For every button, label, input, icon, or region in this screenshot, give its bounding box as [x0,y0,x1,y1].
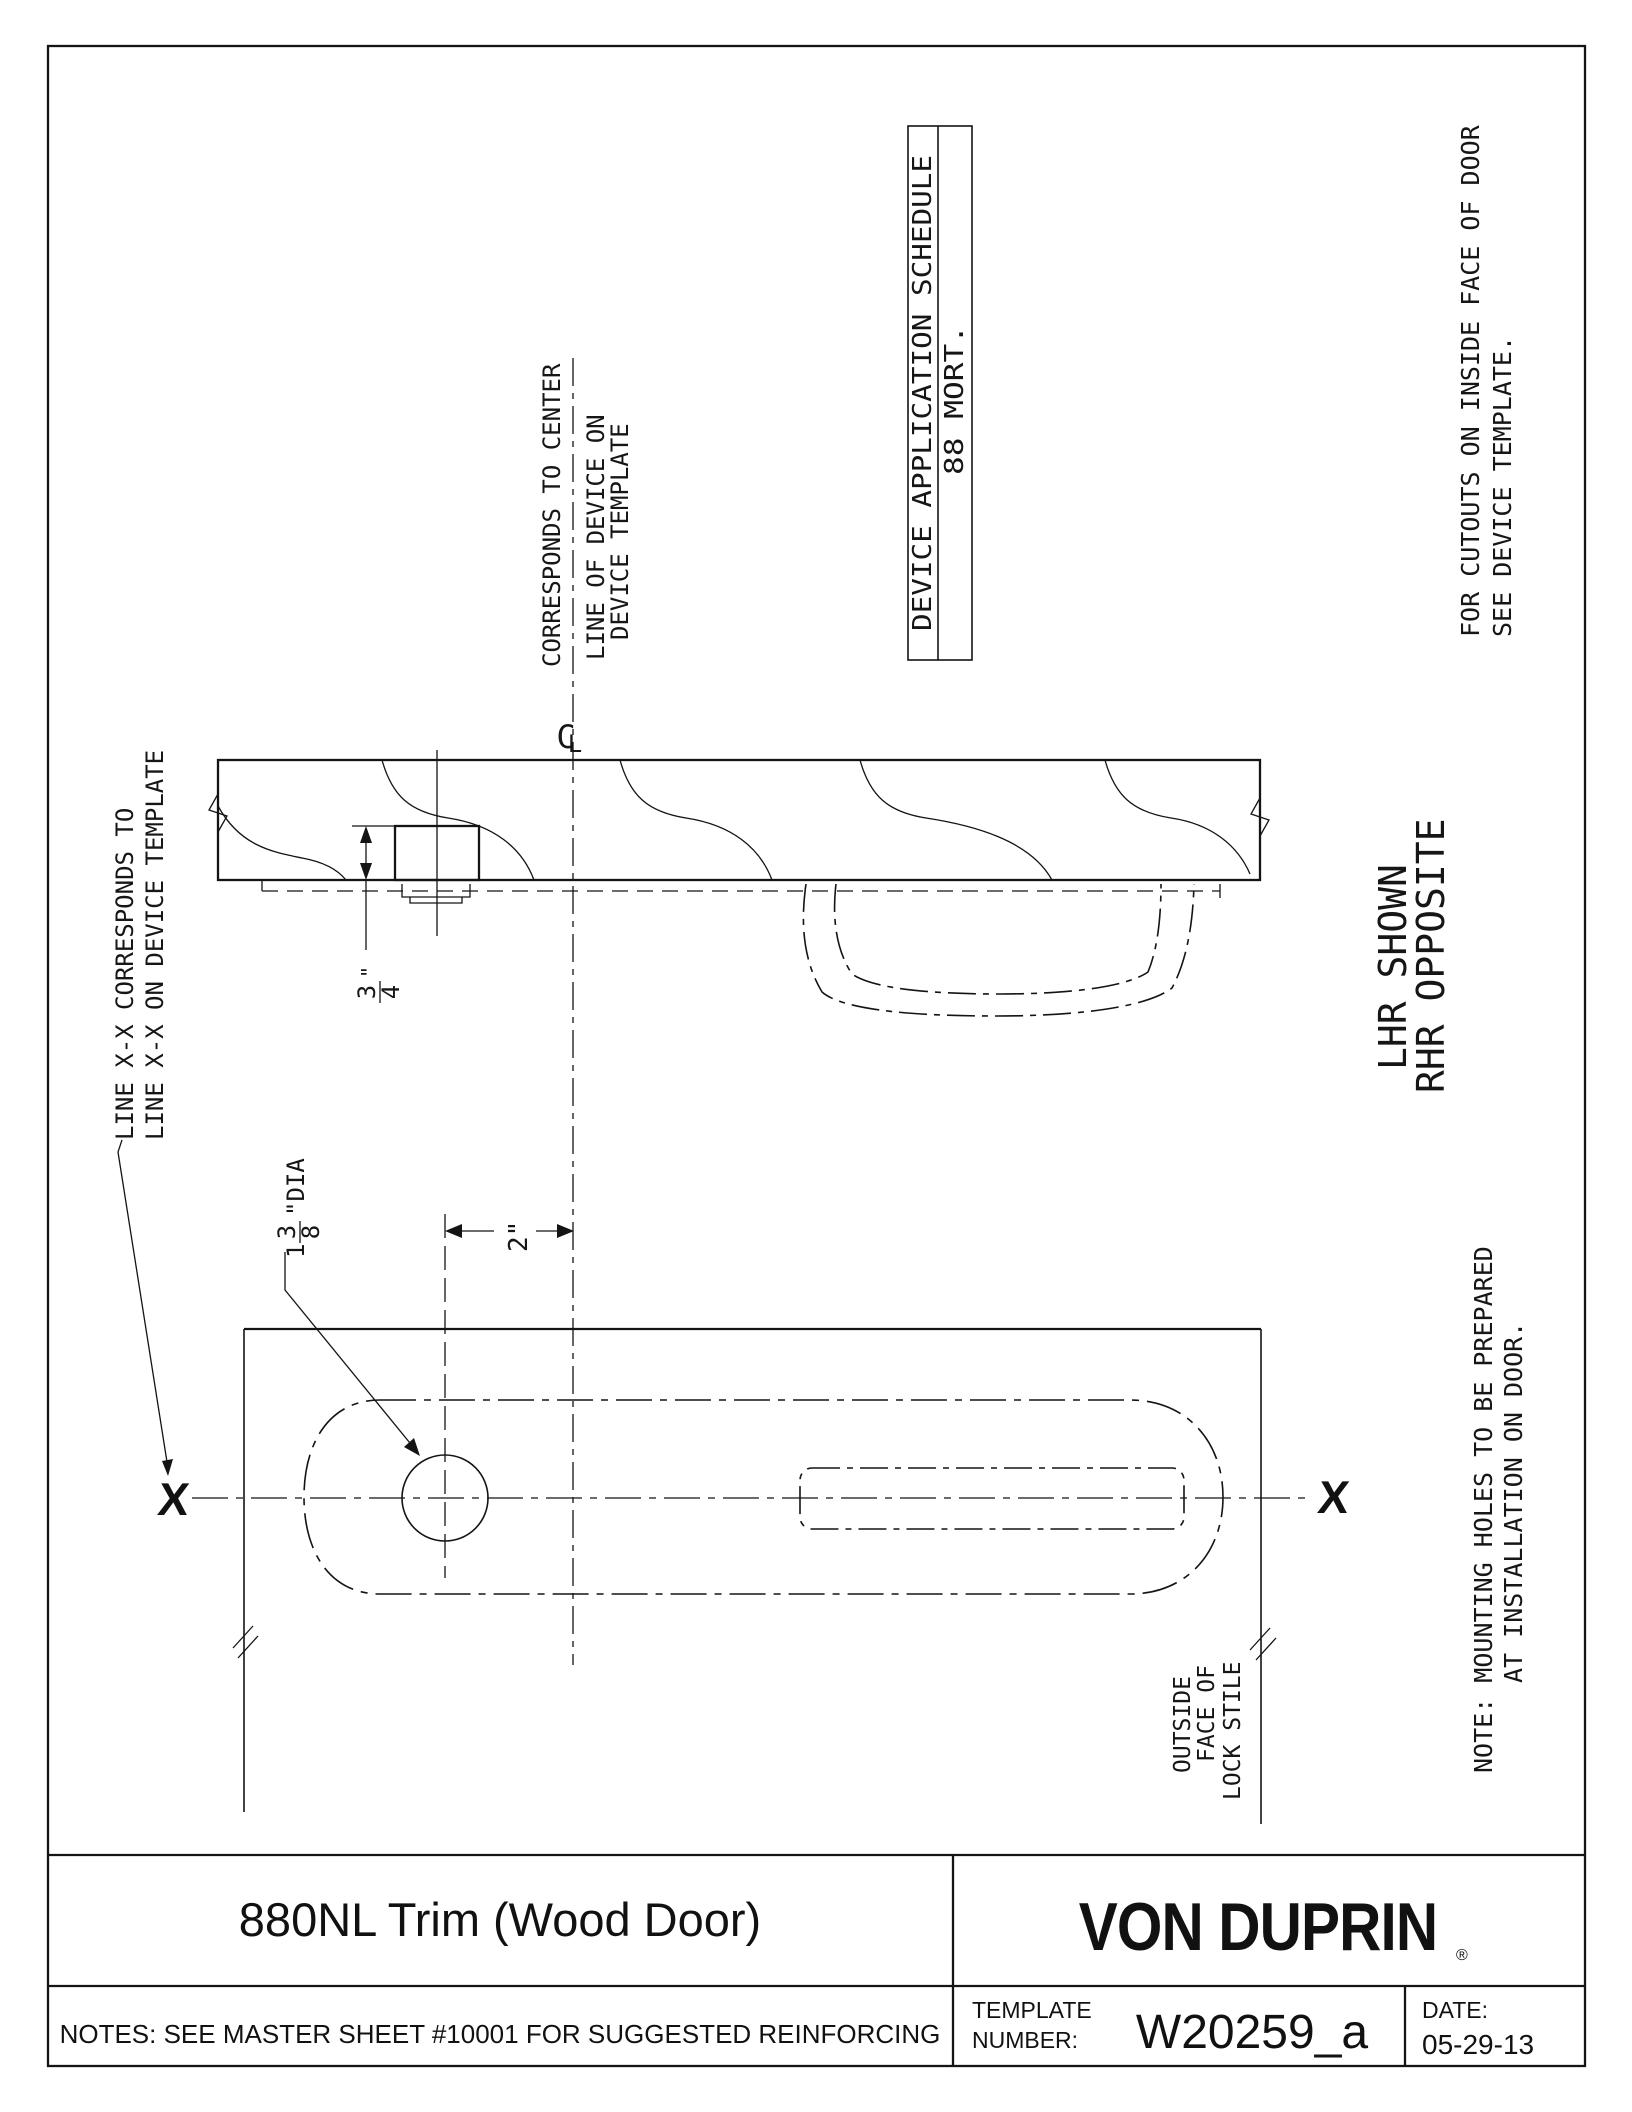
dia-dimension: 1 3 8 "DIA [273,1158,420,1456]
offset-arrow-right [557,1224,574,1238]
line-xx-leader-arrow [162,1459,173,1476]
x-mark-icon-left: X [156,1473,192,1525]
thickness-arrow-down [360,863,372,880]
pull-handle-inner [833,883,1162,995]
right-edge-break-2 [1255,1637,1277,1661]
thickness-numerator: 3 [353,985,381,999]
date-label: DATE: [1422,1997,1488,2023]
outside-face-line3: LOCK STILE [1220,1662,1246,1800]
thickness-arrow-up [360,826,372,843]
cylinder-collar-inner [409,897,463,904]
outside-face-line2: FACE OF [1194,1665,1220,1762]
top-view [208,750,1270,1017]
sheet-title: 880NL Trim (Wood Door) [239,1893,761,1946]
line-xx-leader [117,1139,168,1463]
centerline-icon-l: L [568,730,582,758]
cutouts-note: FOR CUTOUTS ON INSIDE FACE OF DOOR SEE D… [1456,124,1517,637]
door-section-outline [216,758,1262,882]
offset-dim-text: 2" [504,1221,534,1252]
template-number: W20259_a [1136,2006,1368,2059]
handing-note: LHR SHOWN RHR OPPOSITE [1371,818,1453,1093]
handing-line1: LHR SHOWN [1371,864,1415,1070]
thickness-denominator: 4 [377,985,405,999]
line-xx-note-line1: LINE X-X CORRESPONDS TO [111,808,139,1140]
centerline-note-line1: CORRESPONDS TO CENTER [538,363,566,667]
dia-denominator: 8 [297,1225,325,1239]
dia-leader-arrow [404,1438,420,1456]
handing-line2: RHR OPPOSITE [1409,818,1453,1093]
thickness-unit: " [357,966,381,978]
dia-leader [284,1252,415,1449]
thickness-dimension: 3 4 " [353,826,405,1003]
mounting-note-line1: NOTE: MOUNTING HOLES TO BE PREPARED [1469,1246,1498,1773]
centerline-icon-c: C [556,718,575,756]
grain-curve-2 [381,759,535,881]
grain-curve-1 [217,805,347,881]
schedule-table: DEVICE APPLICATION SCHEDULE 88 MORT. [907,125,973,661]
thickness-dim-text: 3 4 " [353,966,405,1003]
schedule-entry: 88 MORT. [940,325,970,475]
mounting-note: NOTE: MOUNTING HOLES TO BE PREPARED AT I… [1469,1246,1528,1773]
front-view: X X [156,1214,1352,1824]
page-border [46,44,1587,2068]
grain-curve-5 [1104,759,1251,875]
grain-curve-4 [859,759,1053,881]
break-mark-left [208,793,228,833]
brand-logo: VON DUPRIN [1079,1890,1437,1965]
break-mark-right [1250,797,1270,837]
dia-numerator: 3 [273,1225,301,1239]
schedule-title: DEVICE APPLICATION SCHEDULE [908,155,938,631]
offset-arrow-left [445,1224,462,1238]
cutouts-note-line1: FOR CUTOUTS ON INSIDE FACE OF DOOR [1456,124,1485,637]
template-label-line2: NUMBER: [972,2027,1078,2053]
grain-curve-3 [619,759,773,881]
registered-mark: ® [1456,1947,1468,1964]
right-edge-break-1 [1249,1627,1271,1651]
master-sheet-note: NOTES: SEE MASTER SHEET #10001 FOR SUGGE… [60,2019,941,2049]
pull-handle-outer [802,883,1195,1017]
centerline-icon: C L [556,718,582,758]
dia-dim-text: 1 3 8 "DIA [273,1158,325,1258]
template-label-line1: TEMPLATE [972,1997,1092,2023]
title-block: 880NL Trim (Wood Door) VON DUPRIN ® NOTE… [48,1853,1585,2066]
offset-dimension: 2" [445,1221,574,1252]
dia-suffix: "DIA [282,1158,310,1216]
centerline-note-line3: DEVICE TEMPLATE [606,423,634,640]
x-mark-icon-right: X [1316,1471,1352,1523]
outside-face-note: OUTSIDE FACE OF LOCK STILE [1170,1662,1246,1800]
left-edge-break-1 [232,1625,254,1649]
line-xx-note-line2: LINE X-X ON DEVICE TEMPLATE [141,750,169,1140]
schedule-box [907,125,973,661]
line-xx-note: LINE X-X CORRESPONDS TO LINE X-X ON DEVI… [111,750,173,1476]
centerline-note-line2: LINE OF DEVICE ON [582,414,610,660]
date-value: 05-29-13 [1422,2029,1534,2060]
dia-whole: 1 [282,1244,310,1258]
cutouts-note-line2: SEE DEVICE TEMPLATE. [1488,336,1517,637]
mounting-note-line2: AT INSTALLATION ON DOOR. [1499,1322,1528,1683]
outside-face-line1: OUTSIDE [1170,1676,1196,1773]
trim-plate-outline [303,1399,1224,1595]
centerline-note: CORRESPONDS TO CENTER LINE OF DEVICE ON … [538,363,634,667]
left-edge-break-2 [237,1635,259,1659]
